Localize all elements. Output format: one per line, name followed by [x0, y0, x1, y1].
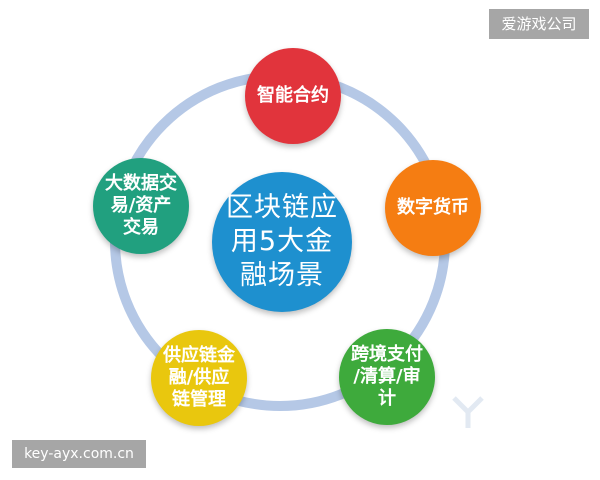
node-smart-contract-label: 智能合约	[257, 85, 329, 106]
node-digital-currency-label: 数字货币	[397, 197, 469, 218]
faint-logo-icon	[452, 396, 484, 428]
node-big-data-trading: 大数据交 易/资产 交易	[93, 158, 189, 254]
node-smart-contract: 智能合约	[245, 48, 341, 144]
center-node: 区块链应 用5大金 融场景	[212, 172, 352, 312]
node-digital-currency: 数字货币	[385, 160, 481, 256]
watermark-bottom-left: key-ayx.com.cn	[12, 440, 146, 468]
center-node-label: 区块链应 用5大金 融场景	[226, 192, 338, 291]
node-cross-border-payment-label: 跨境支付 /清算/审 计	[351, 344, 423, 409]
watermark-top-right: 爱游戏公司	[489, 9, 589, 39]
node-big-data-trading-label: 大数据交 易/资产 交易	[105, 173, 177, 238]
node-supply-chain-label: 供应链金 融/供应 链管理	[163, 345, 235, 410]
node-supply-chain: 供应链金 融/供应 链管理	[151, 330, 247, 426]
node-cross-border-payment: 跨境支付 /清算/审 计	[339, 329, 435, 425]
